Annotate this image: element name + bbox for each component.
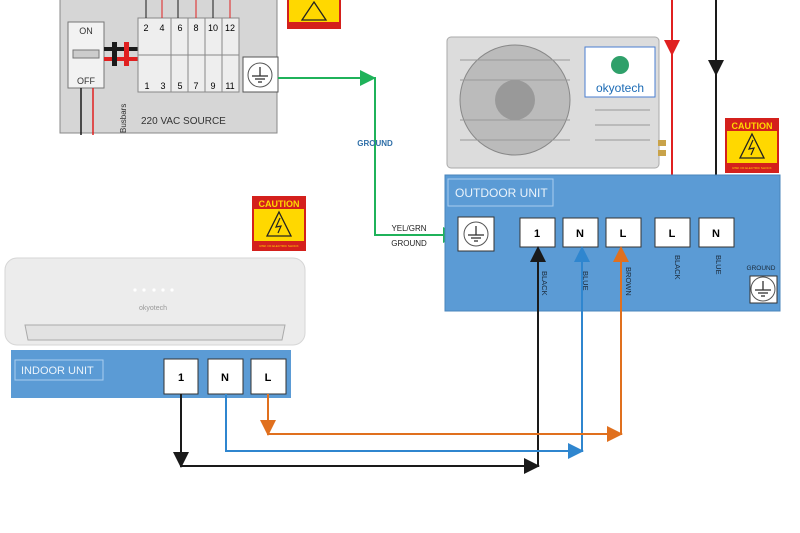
- outdoor-terminal-n: [562, 217, 599, 248]
- ground-wire-label: GROUND: [357, 139, 393, 148]
- leaf-logo-icon: [611, 56, 629, 74]
- breakers: 2 4 6 8 10 12 1 3 5 7 9 11: [137, 0, 240, 93]
- terminal-label: L: [265, 372, 272, 384]
- breaker-number: 3: [160, 81, 165, 91]
- outdoor-ground-label: GROUND: [747, 265, 776, 272]
- warning-icon: [738, 132, 766, 159]
- busbars-label: Busbars: [119, 104, 128, 133]
- breaker-number: 2: [143, 23, 148, 33]
- outdoor-ac-unit-image: okyotech: [446, 36, 666, 169]
- blue-wire: [225, 246, 590, 452]
- caution-title: CAUTION: [259, 199, 300, 209]
- indoor-unit-panel: INDOOR UNIT 1 N L: [11, 350, 291, 398]
- breaker-number: 8: [193, 23, 198, 33]
- outdoor-unit-panel: OUTDOOR UNIT 1 N L L N BLACK BLUE BROWN …: [444, 174, 781, 312]
- main-switch[interactable]: ON OFF: [67, 21, 105, 89]
- outdoor-terminal-1: [519, 217, 556, 248]
- wire-label: BLACK: [540, 271, 549, 296]
- breaker-number: 5: [177, 81, 182, 91]
- breaker-panel: ON OFF Busbars 2 4 6: [59, 0, 278, 135]
- breaker-number: 4: [159, 23, 164, 33]
- terminal-label: 1: [178, 372, 184, 384]
- caution-sign-indoor: CAUTION RISK OF ELECTRIC SHOCK: [252, 196, 306, 251]
- indoor-terminal-1: [163, 358, 199, 395]
- switch-on-label: ON: [79, 26, 93, 36]
- breaker-number: 10: [208, 23, 218, 33]
- indoor-brand: okyotech: [139, 305, 167, 312]
- terminal-label: L: [620, 228, 627, 240]
- terminal-label: N: [221, 372, 229, 384]
- wire-label: BLACK: [673, 255, 682, 280]
- breaker-number: 12: [225, 23, 235, 33]
- wire-label: BLUE: [714, 255, 723, 275]
- breaker-number: 7: [193, 81, 198, 91]
- caution-title: CAUTION: [732, 121, 773, 131]
- breaker-number: 11: [225, 81, 234, 91]
- outdoor-terminal-l: [605, 217, 642, 248]
- outdoor-supply-terminal-l: [654, 217, 691, 248]
- warning-icon: [265, 210, 293, 237]
- panel-ground-terminal: [242, 56, 279, 93]
- terminal-label: N: [576, 228, 584, 240]
- caution-subtitle: RISK OF ELECTRIC SHOCK: [732, 166, 771, 170]
- source-label: 220 VAC SOURCE: [141, 116, 226, 127]
- breaker-number: 9: [210, 81, 215, 91]
- caution-sign-outdoor: CAUTION RISK OF ELECTRIC SHOCK: [725, 118, 779, 173]
- outdoor-supply-terminal-n: [698, 217, 735, 248]
- interconnect-wires: [173, 246, 629, 474]
- breaker-number: 6: [177, 23, 182, 33]
- terminal-label: 1: [534, 228, 540, 240]
- outdoor-brand: okyotech: [596, 81, 644, 95]
- wire-label: BLUE: [581, 271, 590, 291]
- terminal-label: N: [712, 228, 720, 240]
- indoor-unit-label: INDOOR UNIT: [21, 365, 94, 377]
- caution-sign-top: [287, 0, 341, 29]
- black-wire: [180, 246, 546, 467]
- breaker-number: 1: [144, 81, 149, 91]
- ground-end-label: GROUND: [391, 239, 427, 248]
- ground-icon: [463, 221, 489, 247]
- terminal-label: L: [669, 228, 676, 240]
- indoor-terminal-l: [250, 358, 287, 395]
- caution-subtitle: RISK OF ELECTRIC SHOCK: [259, 244, 298, 248]
- wire-label: BROWN: [624, 267, 633, 296]
- indoor-ac-unit-image: okyotech: [4, 257, 306, 346]
- ground-icon: [247, 62, 273, 88]
- ground-icon: [750, 276, 776, 302]
- outdoor-unit-label: OUTDOOR UNIT: [455, 186, 548, 200]
- warning-icon: [300, 0, 328, 21]
- switch-off-label: OFF: [77, 76, 95, 86]
- brown-wire: [267, 246, 629, 435]
- ground-color-label: YEL/GRN: [391, 224, 426, 233]
- indoor-terminal-n: [207, 358, 244, 395]
- busbars: [104, 42, 140, 66]
- ground-wire: GROUND YEL/GRN GROUND: [278, 70, 459, 248]
